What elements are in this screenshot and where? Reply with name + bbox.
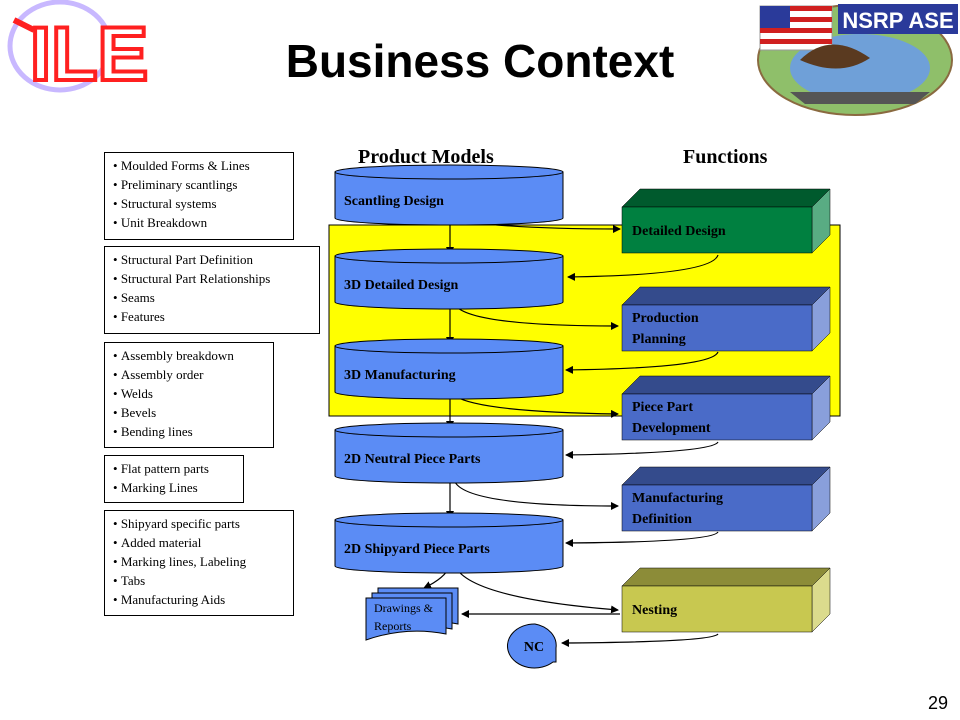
notes-item: Bending lines bbox=[113, 422, 267, 441]
function-label: Piece Part bbox=[632, 400, 693, 415]
notes-item: Structural Part Definition bbox=[113, 250, 313, 269]
notes-box: Structural Part DefinitionStructural Par… bbox=[104, 246, 320, 334]
product-model-label: 2D Shipyard Piece Parts bbox=[344, 542, 490, 557]
product-model-label: 2D Neutral Piece Parts bbox=[344, 452, 481, 467]
function-label: Detailed Design bbox=[632, 224, 726, 239]
notes-item: Moulded Forms & Lines bbox=[113, 156, 287, 175]
notes-box: Assembly breakdownAssembly orderWeldsBev… bbox=[104, 342, 274, 448]
flow-arrow bbox=[454, 304, 619, 330]
notes-item: Structural systems bbox=[113, 194, 287, 213]
notes-box: Moulded Forms & LinesPreliminary scantli… bbox=[104, 152, 294, 240]
reports-label: Reports bbox=[374, 619, 412, 633]
product-model-cylinder: 2D Shipyard Piece Parts bbox=[334, 512, 564, 574]
function-label: Manufacturing bbox=[632, 491, 723, 506]
notes-item: Structural Part Relationships bbox=[113, 269, 313, 288]
product-models-header: Product Models bbox=[358, 146, 494, 168]
notes-item: Shipyard specific parts bbox=[113, 514, 287, 533]
notes-item: Seams bbox=[113, 288, 313, 307]
notes-item: Flat pattern parts bbox=[113, 459, 237, 478]
product-model-cylinder: 2D Neutral Piece Parts bbox=[334, 422, 564, 484]
product-model-label: Scantling Design bbox=[344, 194, 444, 209]
function-box: Nesting bbox=[621, 567, 831, 633]
nc-label: NC bbox=[524, 640, 544, 655]
flow-arrow bbox=[454, 481, 619, 510]
functions-header: Functions bbox=[683, 146, 768, 168]
notes-item: Welds bbox=[113, 384, 267, 403]
notes-item: Bevels bbox=[113, 403, 267, 422]
nsrp-logo-text: NSRP ASE bbox=[842, 8, 953, 33]
flow-arrow bbox=[561, 633, 719, 647]
ile-logo-text: ILE bbox=[30, 12, 148, 97]
notes-item: Preliminary scantlings bbox=[113, 175, 287, 194]
product-model-cylinder: 3D Manufacturing bbox=[334, 338, 564, 400]
ship-icon bbox=[790, 92, 930, 104]
flow-arrow bbox=[565, 351, 719, 374]
drawings-label: Drawings & bbox=[374, 601, 434, 615]
product-model-label: 3D Manufacturing bbox=[344, 368, 456, 383]
product-model-cylinder: 3D Detailed Design bbox=[334, 248, 564, 310]
function-label: Definition bbox=[632, 512, 692, 527]
notes-item: Manufacturing Aids bbox=[113, 590, 287, 609]
nsrp-ase-logo: NSRP ASE bbox=[757, 4, 958, 116]
function-box: Detailed Design bbox=[621, 188, 831, 254]
function-label: Development bbox=[632, 421, 711, 436]
notes-item: Marking lines, Labeling bbox=[113, 552, 287, 571]
function-label: Planning bbox=[632, 332, 686, 347]
notes-item: Assembly order bbox=[113, 365, 267, 384]
slide-title: Business Context bbox=[285, 35, 675, 87]
nc-output: NC bbox=[506, 623, 557, 669]
function-label: Nesting bbox=[632, 603, 677, 618]
notes-item: Unit Breakdown bbox=[113, 213, 287, 232]
product-model-cylinder: Scantling Design bbox=[334, 164, 564, 226]
eagle-icon bbox=[800, 44, 870, 69]
flow-arrow bbox=[567, 254, 719, 281]
drawings-reports-output: Drawings & Reports bbox=[365, 587, 459, 641]
function-label: Production bbox=[632, 311, 699, 326]
flow-arrow bbox=[454, 395, 619, 418]
flow-arrow bbox=[565, 441, 719, 459]
notes-item: Added material bbox=[113, 533, 287, 552]
ile-logo: ILE bbox=[7, 0, 150, 99]
flag-icon bbox=[760, 6, 832, 44]
flow-arrow bbox=[565, 531, 719, 547]
notes-box: Shipyard specific partsAdded materialMar… bbox=[104, 510, 294, 616]
product-model-label: 3D Detailed Design bbox=[344, 278, 459, 293]
notes-item: Assembly breakdown bbox=[113, 346, 267, 365]
notes-item: Marking Lines bbox=[113, 478, 237, 497]
notes-box: Flat pattern partsMarking Lines bbox=[104, 455, 244, 503]
page-number: 29 bbox=[927, 693, 948, 713]
notes-item: Tabs bbox=[113, 571, 287, 590]
notes-item: Features bbox=[113, 307, 313, 326]
